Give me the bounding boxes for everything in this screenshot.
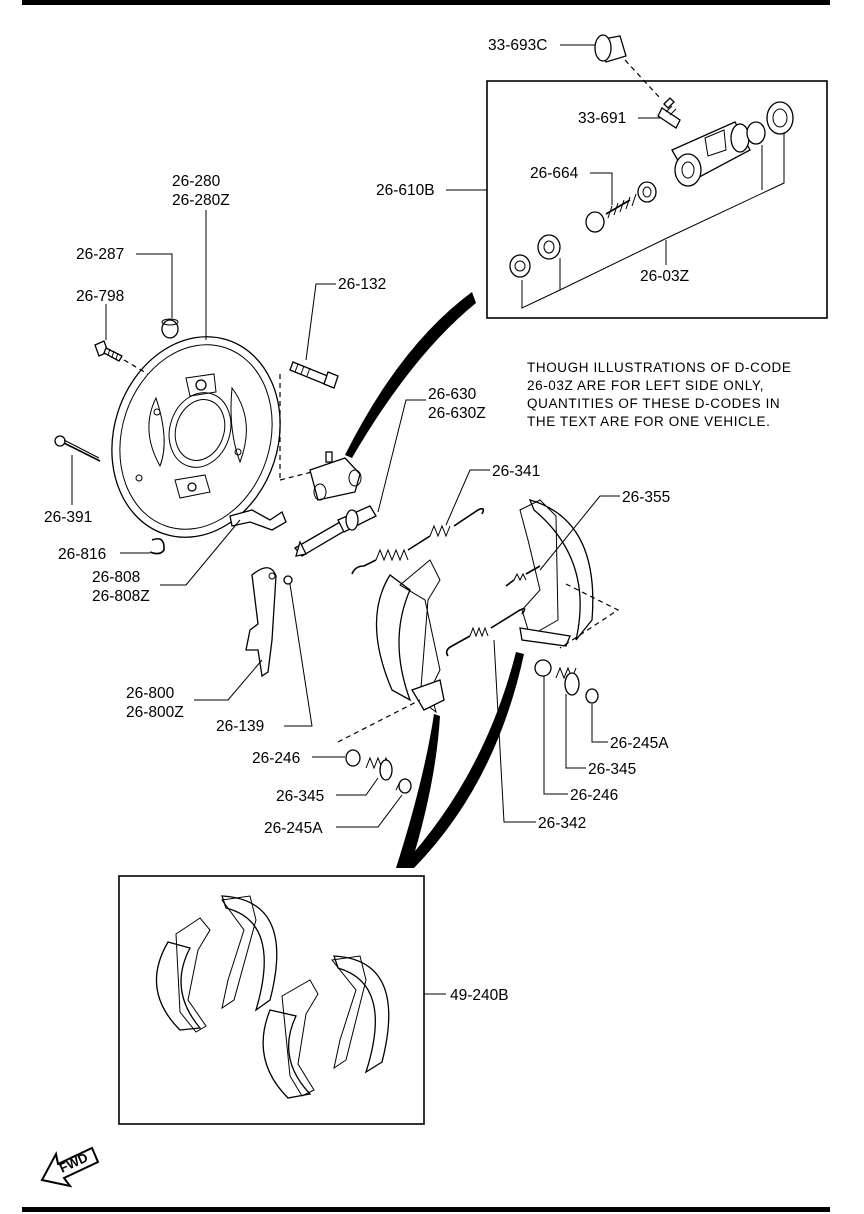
- leader-26-355: [539, 495, 620, 571]
- label-26-664: 26-664: [530, 165, 579, 182]
- label-49-240B: 49-240B: [450, 987, 509, 1004]
- wheel-cylinder-cups-left: [509, 234, 561, 278]
- label-26-630: 26-630: [428, 386, 477, 403]
- leader-26-630: [377, 399, 426, 513]
- lever-clip: [283, 575, 293, 585]
- lower-return-spring: [445, 607, 526, 657]
- leader-26-808: [160, 519, 241, 586]
- brake-shoe-left: [375, 559, 445, 714]
- label-26-245A-right: 26-245A: [610, 735, 669, 752]
- leader-26-345-left: [336, 777, 379, 796]
- label-26-798: 26-798: [76, 288, 124, 305]
- brake-shoe-right: [519, 499, 594, 647]
- backing-plate-bolt: [94, 340, 149, 375]
- zoom-wedge-shoe-left: [396, 714, 440, 868]
- zoom-wedge-shoe-right: [400, 652, 524, 868]
- kit-shoe-3: [262, 979, 319, 1099]
- bottom-border: [22, 1207, 830, 1212]
- wheel-cylinder-body: [671, 121, 751, 187]
- label-26-800Z: 26-800Z: [126, 704, 184, 721]
- leader-26-800: [194, 659, 263, 701]
- note-line-1: THOUGH ILLUSTRATIONS OF D-CODE: [527, 360, 792, 375]
- label-33-691: 33-691: [578, 110, 626, 127]
- label-26-610B: 26-610B: [376, 182, 435, 199]
- parking-strut: [229, 509, 287, 531]
- note-line-4: THE TEXT ARE FOR ONE VEHICLE.: [527, 414, 770, 429]
- note-line-3: QUANTITIES OF THESE D-CODES IN: [527, 396, 780, 411]
- backing-plate: [111, 336, 281, 538]
- alignment-dash-left: [337, 699, 421, 743]
- label-26-245A-left: 26-245A: [264, 820, 323, 837]
- label-26-808: 26-808: [92, 569, 140, 586]
- adjuster-assembly: [293, 505, 377, 557]
- forward-arrow-icon: FWD: [40, 1146, 100, 1188]
- label-26-341: 26-341: [492, 463, 540, 480]
- wheel-cylinder-mounted: [309, 451, 362, 501]
- brake-shoe-kit-box: [118, 875, 425, 1125]
- label-26-246-left: 26-246: [252, 750, 300, 767]
- label-26-630Z: 26-630Z: [428, 405, 486, 422]
- backing-plate-plug: [161, 318, 179, 339]
- note-line-2: 26-03Z ARE FOR LEFT SIDE ONLY,: [527, 378, 764, 393]
- hold-down-set-left: [345, 749, 412, 794]
- leader-26-246-right: [543, 676, 568, 795]
- zoom-wedge-cylinder: [345, 292, 476, 458]
- leader-26-245A-left: [336, 794, 403, 828]
- leader-26-287: [136, 253, 173, 318]
- label-26-132: 26-132: [338, 276, 386, 293]
- wheel-cylinder-box: [486, 80, 828, 319]
- leader-26-132: [305, 283, 336, 361]
- kit-shoe-4: [331, 955, 390, 1074]
- label-26-345-right: 26-345: [588, 761, 636, 778]
- label-26-03Z: 26-03Z: [640, 268, 689, 285]
- kit-bracket-right: [666, 133, 785, 239]
- label-26-280Z: 26-280Z: [172, 192, 230, 209]
- kit-bracket-left: [521, 258, 561, 309]
- leader-26-342: [493, 639, 536, 823]
- adjuster-spring: [505, 565, 541, 587]
- label-33-693C: 33-693C: [488, 37, 547, 54]
- kit-shoe-1: [155, 917, 211, 1033]
- label-26-345-left: 26-345: [276, 788, 324, 805]
- label-26-139: 26-139: [216, 718, 264, 735]
- upper-return-spring-a: [351, 507, 485, 575]
- label-26-808Z: 26-808Z: [92, 588, 150, 605]
- hold-down-set-right: [534, 659, 599, 704]
- bleeder-cap: [594, 34, 661, 99]
- d-code-note: THOUGH ILLUSTRATIONS OF D-CODE 26-03Z AR…: [527, 360, 792, 429]
- leader-26-341: [445, 469, 490, 526]
- parking-brake-lever: [245, 567, 277, 678]
- label-26-246-right: 26-246: [570, 787, 618, 804]
- label-26-287: 26-287: [76, 246, 124, 263]
- leader-26-345-right: [565, 694, 586, 769]
- wheel-cylinder-detail: [486, 80, 828, 319]
- label-26-355: 26-355: [622, 489, 670, 506]
- bleeder-screw: [657, 97, 681, 129]
- retaining-clip: [149, 537, 165, 555]
- label-26-816: 26-816: [58, 546, 106, 563]
- label-26-800: 26-800: [126, 685, 175, 702]
- label-26-342: 26-342: [538, 815, 586, 832]
- wheel-cylinder-boot-right: [746, 101, 794, 145]
- leader-26-245A-right: [591, 704, 608, 743]
- leader-26-664: [590, 172, 613, 205]
- label-26-391: 26-391: [44, 509, 92, 526]
- leader-26-139: [284, 583, 313, 727]
- hub-bolt: [54, 435, 101, 462]
- brake-shoe-kit: [118, 875, 425, 1125]
- label-26-280: 26-280: [172, 173, 221, 190]
- piston-spring: [585, 181, 657, 233]
- kit-shoe-2: [221, 895, 278, 1012]
- alignment-dash-right: [559, 583, 620, 649]
- wheel-cylinder-bolt: [289, 361, 339, 389]
- top-border: [22, 0, 830, 5]
